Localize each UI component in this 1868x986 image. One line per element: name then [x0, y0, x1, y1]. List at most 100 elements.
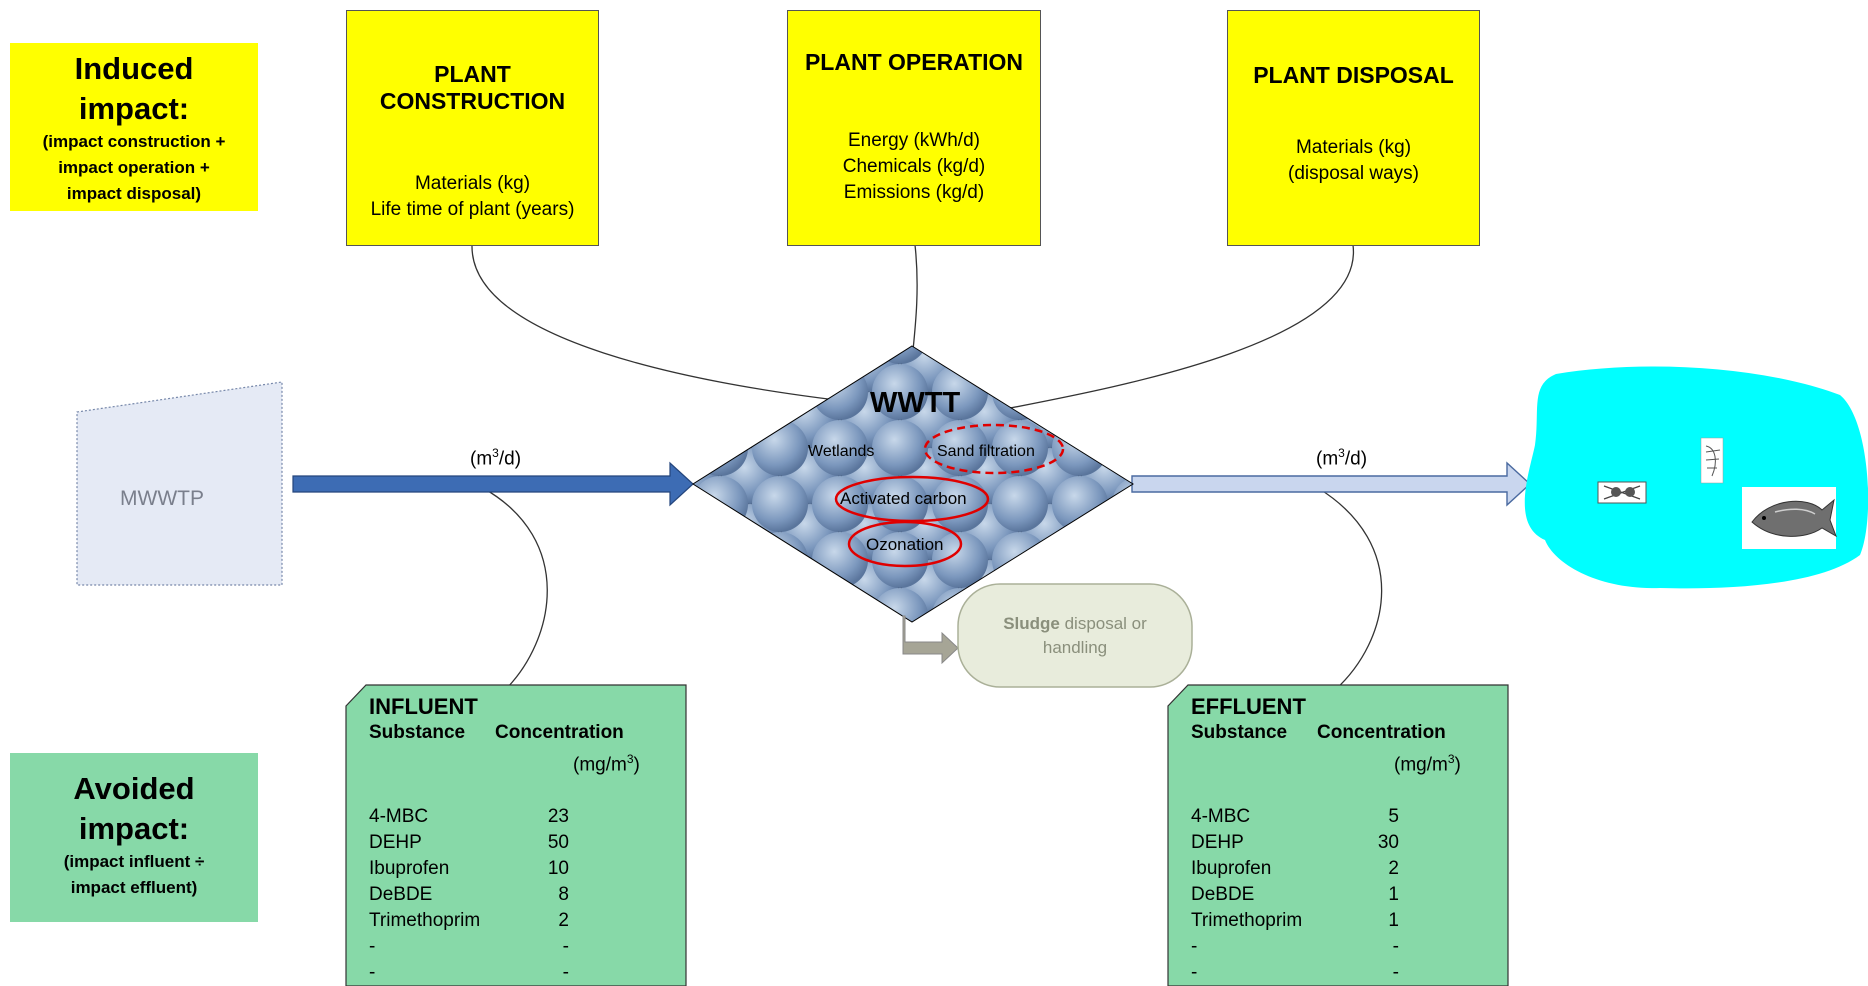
induced-detail-2: impact operation + — [58, 158, 210, 177]
table-row: 4-MBC 5 — [1191, 804, 1501, 830]
disposal-materials: Materials (kg) — [1295, 137, 1412, 158]
substance-value: 8 — [558, 884, 569, 906]
substance-name: - — [1191, 962, 1198, 984]
substance-value: - — [1392, 962, 1399, 984]
table-row: Ibuprofen 2 — [1191, 856, 1501, 882]
sand-filtration-ellipse — [923, 423, 1065, 475]
mwwtp-label: MWWTP — [120, 487, 204, 510]
ozonation-ellipse — [847, 520, 963, 568]
substance-name: DEHP — [1191, 832, 1244, 854]
effluent-flow-sup: 3 — [1338, 446, 1345, 460]
activated-carbon-label: Activated carbon — [840, 489, 967, 508]
construction-title-1: PLANT — [434, 61, 511, 87]
substance-value: 30 — [1377, 832, 1399, 854]
induced-detail-1: (impact construction + — [42, 132, 226, 151]
influent-col-concentration: Concentration — [495, 722, 624, 743]
connector-effluent — [1317, 487, 1383, 691]
table-row: -- — [1191, 934, 1501, 960]
wwtt-diamond — [692, 345, 1134, 623]
substance-value: 2 — [1388, 858, 1399, 880]
disposal-ways: (disposal ways) — [1288, 163, 1419, 184]
effluent-col-substance: Substance — [1191, 722, 1288, 743]
connector-disposal — [999, 244, 1354, 411]
substance-name: Trimethoprim — [1191, 910, 1303, 932]
induced-impact-legend: Induced impact: (impact construction + i… — [10, 43, 258, 211]
effluent-unit-sup: 3 — [1447, 752, 1455, 766]
substance-name: - — [369, 936, 376, 958]
connector-influent — [482, 487, 548, 691]
sludge-rest-1: disposal or — [1059, 614, 1147, 633]
influent-unit-prefix: (mg/m — [573, 754, 627, 776]
wwtt-label: WWTT — [870, 387, 961, 419]
influent-flow-label: (m3/d) — [470, 446, 521, 470]
avoided-title-1: Avoided — [73, 771, 195, 806]
table-row: DEHP 50 — [369, 830, 679, 856]
table-row: 4-MBC 23 — [369, 804, 679, 830]
influent-arrow — [292, 461, 694, 507]
effluent-box-shape — [1167, 684, 1509, 986]
substance-value: - — [562, 962, 569, 984]
substance-name: Ibuprofen — [1191, 858, 1272, 880]
substance-name: DeBDE — [1191, 884, 1255, 906]
effluent-header-row: Substance Concentration — [1191, 720, 1501, 746]
influent-box-shape — [345, 684, 687, 986]
substance-value: 5 — [1388, 806, 1399, 828]
plant-disposal-box: PLANT DISPOSAL Materials (kg) (disposal … — [1227, 10, 1480, 246]
operation-chemicals: Chemicals (kg/d) — [842, 156, 986, 177]
substance-value: 23 — [547, 806, 569, 828]
effluent-flow-label: (m3/d) — [1316, 446, 1367, 470]
induced-title-2: impact: — [78, 91, 190, 126]
connector-construction — [471, 244, 881, 406]
table-row: -- — [1191, 960, 1501, 986]
sand-filtration-label: Sand filtration — [937, 443, 1035, 460]
microbe-image — [1597, 481, 1647, 504]
substance-name: 4-MBC — [369, 806, 429, 828]
induced-detail-3: impact disposal) — [66, 184, 202, 203]
influent-title: INFLUENT — [369, 694, 478, 719]
shrimp-image — [1700, 437, 1724, 484]
operation-title: PLANT OPERATION — [804, 49, 1024, 75]
substance-value: - — [562, 936, 569, 958]
plant-operation-box: PLANT OPERATION Energy (kWh/d) Chemicals… — [787, 10, 1041, 246]
effluent-flow-prefix: (m — [1316, 448, 1339, 470]
avoided-title-2: impact: — [78, 811, 190, 846]
substance-name: DeBDE — [369, 884, 433, 906]
substance-name: DEHP — [369, 832, 422, 854]
influent-flow-suffix: /d) — [498, 448, 522, 470]
substance-name: 4-MBC — [1191, 806, 1251, 828]
sludge-box — [957, 583, 1193, 688]
operation-emissions: Emissions (kg/d) — [843, 182, 985, 203]
effluent-table: EFFLUENT Substance Concentration (mg/m3)… — [1191, 694, 1501, 986]
avoided-impact-legend: Avoided impact: (impact influent ÷ impac… — [10, 753, 258, 922]
influent-flow-prefix: (m — [470, 448, 493, 470]
avoided-detail-1: (impact influent ÷ — [63, 852, 205, 871]
substance-value: 1 — [1388, 910, 1399, 932]
construction-title-2: CONSTRUCTION — [379, 88, 566, 114]
substance-value: 10 — [547, 858, 569, 880]
effluent-unit: (mg/m3) — [1191, 746, 1501, 778]
influent-unit-suffix: ) — [633, 754, 640, 776]
table-row: -- — [369, 934, 679, 960]
substance-name: Trimethoprim — [369, 910, 481, 932]
influent-unit-sup: 3 — [626, 752, 634, 766]
substance-value: 50 — [547, 832, 569, 854]
influent-unit: (mg/m3) — [369, 746, 679, 778]
influent-header-row: Substance Concentration — [369, 720, 679, 746]
influent-table: INFLUENT Substance Concentration (mg/m3)… — [369, 694, 679, 986]
effluent-title: EFFLUENT — [1191, 694, 1306, 719]
effluent-col-concentration: Concentration — [1317, 722, 1446, 743]
effluent-unit-suffix: ) — [1454, 754, 1461, 776]
substance-value: - — [1392, 936, 1399, 958]
mwwtp-shape — [76, 381, 283, 586]
water-body — [1524, 366, 1868, 589]
influent-flow-sup: 3 — [492, 446, 499, 460]
table-row: DeBDE 8 — [369, 882, 679, 908]
sludge-bold: Sludge — [1003, 614, 1060, 633]
sludge-label: Sludge disposal or handling — [958, 612, 1192, 660]
